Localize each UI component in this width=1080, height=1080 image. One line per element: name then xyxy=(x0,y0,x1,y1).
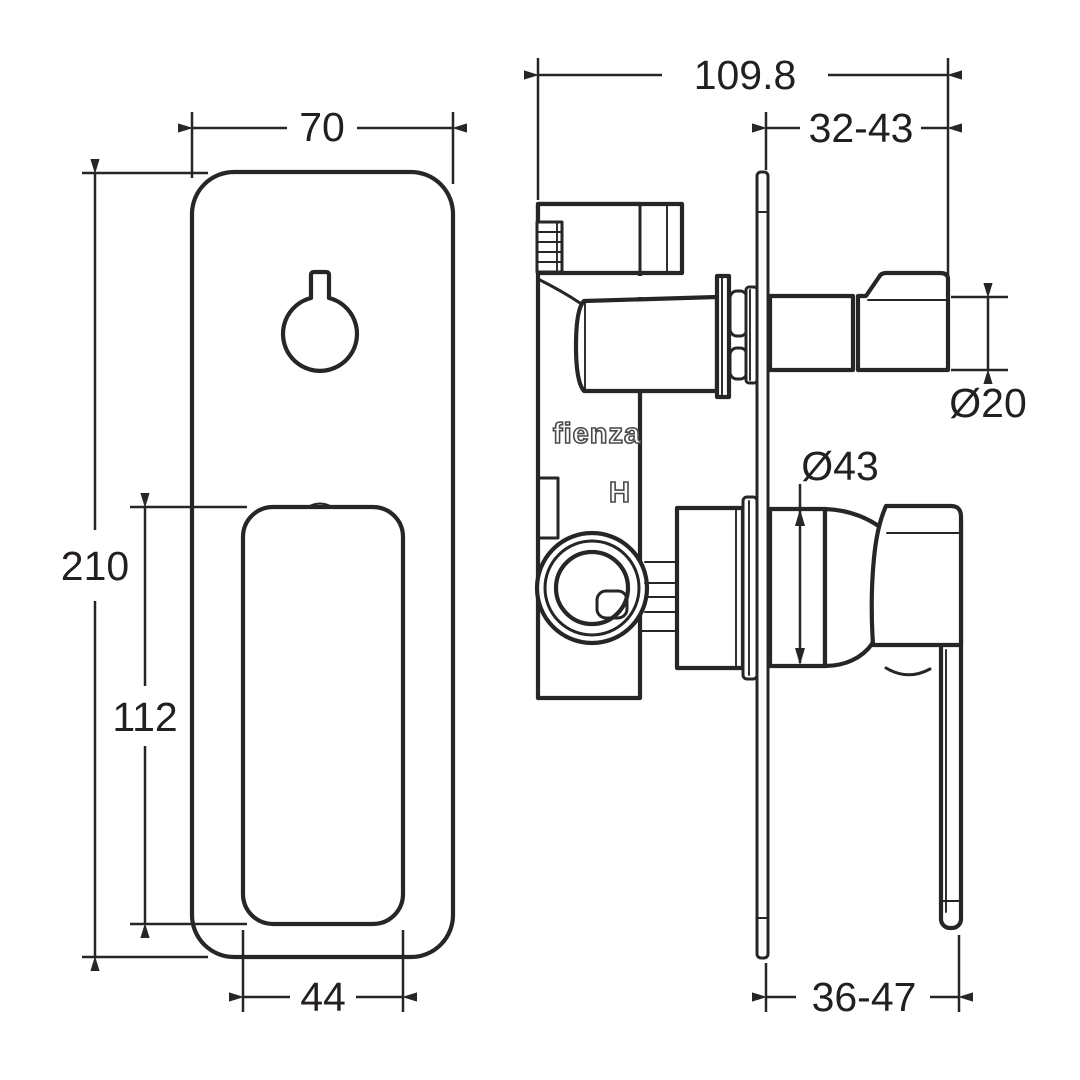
handle-flange xyxy=(741,495,759,681)
handle-recess xyxy=(240,504,406,927)
cartridge-boss xyxy=(534,530,650,646)
edge-patch xyxy=(636,276,646,297)
connector-rib-top xyxy=(728,289,749,338)
cartridge-stem-lines xyxy=(641,561,678,632)
diverter-barrel xyxy=(573,294,720,394)
dimension-handle-diameter: Ø43 xyxy=(795,443,879,665)
dimension-recess-height: 112 xyxy=(112,493,247,938)
body-transition-line xyxy=(536,277,582,305)
wall-sleeve xyxy=(674,505,746,671)
connector-rib-bottom xyxy=(728,346,749,381)
overall-depth-label: 109.8 xyxy=(694,52,797,98)
hot-marking: H xyxy=(609,477,631,509)
recess-width-label: 44 xyxy=(300,974,346,1020)
dimension-plate-width: 70 xyxy=(178,104,467,184)
inlet-thread xyxy=(535,220,564,274)
front-view xyxy=(189,169,456,960)
dimension-outlet-diameter: Ø20 xyxy=(949,283,1027,426)
side-view: fienza H xyxy=(534,170,964,960)
brand-logo: fienza xyxy=(553,418,641,450)
handle-cap xyxy=(869,503,964,648)
wall-plate xyxy=(755,170,770,960)
dimension-outlet-projection: 32-43 xyxy=(752,105,962,170)
dimension-lever-projection: 36-47 xyxy=(752,935,973,1020)
recess-center-mark xyxy=(307,502,333,508)
dimension-plate-height: 210 xyxy=(61,159,208,971)
spigot-outer-segment xyxy=(855,270,951,373)
plate-height-label: 210 xyxy=(61,543,129,589)
outlet-projection-label: 32-43 xyxy=(809,105,914,151)
barrel-end-cap xyxy=(714,273,732,400)
handle-underside-arc xyxy=(884,666,932,677)
outlet-diameter-label: Ø20 xyxy=(949,380,1027,426)
plate-width-label: 70 xyxy=(299,104,345,150)
spigot-inner-segment xyxy=(767,293,856,373)
handle-diameter-label: Ø43 xyxy=(801,443,879,489)
outlet-flange xyxy=(744,285,759,385)
keyhole-cutout xyxy=(280,269,360,373)
dimension-recess-width: 44 xyxy=(229,930,417,1020)
lever-projection-label: 36-47 xyxy=(812,974,917,1020)
recess-height-label: 112 xyxy=(112,694,177,740)
dimension-overall-depth: 109.8 xyxy=(524,52,962,292)
body-notch xyxy=(536,476,560,540)
handle-base-cylinder xyxy=(767,506,828,669)
dimensions: 70 210 112 44 xyxy=(61,52,1027,1020)
